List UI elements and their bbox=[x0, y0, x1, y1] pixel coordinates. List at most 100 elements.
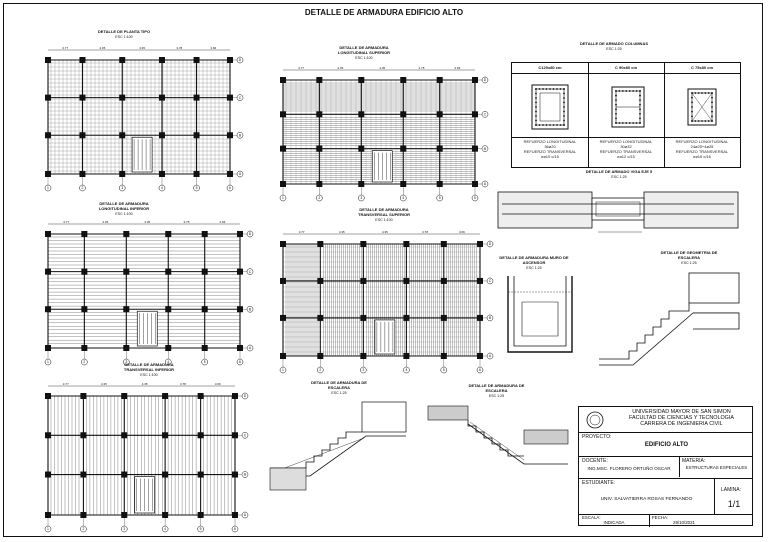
rebar-dot bbox=[701, 120, 703, 122]
span-dim-label: 3.78 bbox=[419, 66, 425, 70]
rebar-dot bbox=[535, 115, 537, 117]
rebar-dot bbox=[563, 106, 565, 108]
axis-bubble bbox=[80, 525, 87, 533]
title-block: UNIVERSIDAD MAYOR DE SAN SIMON FACULTAD … bbox=[578, 406, 753, 527]
axis-bubble bbox=[197, 525, 204, 533]
rebar-dot bbox=[621, 122, 624, 124]
column-mark bbox=[280, 145, 286, 152]
column-mark bbox=[358, 77, 365, 83]
column-mark bbox=[119, 94, 126, 101]
axis-bubble bbox=[486, 352, 494, 360]
rebar-dot bbox=[563, 110, 565, 113]
axis-col-label: 2 bbox=[319, 368, 321, 372]
span-dim-label: 3.77 bbox=[62, 46, 68, 50]
column-mark bbox=[121, 471, 128, 478]
axis-bubble bbox=[193, 184, 200, 192]
axis-col-label: 5 bbox=[200, 527, 202, 531]
span-dim-label: 3.77 bbox=[298, 66, 304, 70]
column-2-name: C 90x80 cm bbox=[614, 65, 637, 70]
rebar-dot bbox=[704, 92, 707, 94]
axis-col-label: 4 bbox=[402, 196, 404, 200]
column-mark bbox=[193, 94, 200, 101]
span-dim-label: 3.78 bbox=[184, 220, 190, 224]
axis-bubble bbox=[236, 94, 244, 101]
axis-bubble bbox=[486, 314, 494, 322]
escala-value: INDICADA bbox=[603, 520, 625, 525]
fecha-value: 29/10/2021 bbox=[673, 520, 695, 525]
drawing-sheet: DETALLE DE ARMADURA EDIFICIO ALTO DETALL… bbox=[3, 3, 763, 537]
axis-col-label: 3 bbox=[121, 186, 123, 190]
viga-scale: ESC 1:25 bbox=[611, 175, 627, 179]
axis-bubble bbox=[358, 194, 365, 202]
column-1-long-label: REFUERZO LONGITUDINAL bbox=[523, 139, 577, 144]
span-dim-label: 4.35 bbox=[139, 46, 145, 50]
column-mark bbox=[436, 145, 443, 152]
axis-col-label: 1 bbox=[282, 196, 284, 200]
axis-bubble bbox=[161, 525, 169, 533]
column-1-section bbox=[531, 84, 569, 130]
axis-bubble bbox=[158, 184, 166, 192]
rebar-dot bbox=[639, 108, 641, 111]
axis-row-label: B bbox=[249, 307, 252, 311]
axis-bubble bbox=[231, 525, 239, 533]
rebar-dot bbox=[625, 90, 628, 92]
column-3-long-label: REFUERZO LONGITUDINAL bbox=[675, 139, 729, 144]
rebar-dot bbox=[691, 101, 693, 104]
column-mark bbox=[79, 57, 86, 63]
column-mark bbox=[121, 393, 128, 399]
column-mark bbox=[436, 111, 443, 118]
axis-bubble bbox=[123, 358, 130, 366]
rebar-dot bbox=[711, 101, 713, 104]
column-mark bbox=[201, 268, 208, 275]
rebar-dot bbox=[632, 90, 635, 92]
axis-bubble bbox=[236, 358, 244, 366]
estudiante-value: UNIV. SALVATIERRA ROSAS FERNANDO bbox=[600, 497, 693, 502]
column-mark bbox=[400, 77, 407, 83]
column-1-long-value: 36ø20 bbox=[544, 144, 556, 149]
rebar-dot bbox=[694, 120, 697, 122]
column-mark bbox=[358, 111, 365, 118]
column-2-section bbox=[611, 86, 645, 128]
rebar-dot bbox=[563, 88, 565, 90]
column-mark bbox=[280, 77, 286, 83]
column-mark bbox=[81, 231, 88, 237]
axis-col-label: 3 bbox=[123, 527, 125, 531]
rebar-dot bbox=[549, 124, 551, 126]
axis-row-label: D bbox=[244, 394, 247, 398]
axis-col-label: 6 bbox=[239, 360, 241, 364]
axis-bubble bbox=[236, 170, 244, 178]
axis-bubble bbox=[165, 358, 172, 366]
rebar-dot bbox=[639, 94, 641, 97]
column-mark bbox=[80, 432, 87, 439]
axis-row-label: B bbox=[489, 316, 492, 320]
plan-tipo-title: DETALLE DE PLANTA TIPO bbox=[97, 29, 151, 34]
rebar-dot bbox=[691, 96, 693, 99]
rebar-dot bbox=[552, 88, 555, 90]
trans-inf-title: DETALLE DE ARMADURA TRANSVERSAL INFERIOR bbox=[123, 362, 175, 372]
axis-col-label: 6 bbox=[229, 186, 231, 190]
column-mark bbox=[317, 314, 324, 321]
rebar-dot bbox=[711, 106, 713, 108]
rebar-dot bbox=[615, 103, 617, 106]
rebar-dot bbox=[639, 90, 641, 92]
column-3-trans-value: eø16 c/16 bbox=[693, 154, 711, 159]
rebar-dot bbox=[691, 110, 693, 113]
axis-bubble bbox=[436, 194, 443, 202]
axis-bubble bbox=[236, 131, 244, 139]
axis-bubble bbox=[279, 366, 287, 374]
rebar-dot bbox=[615, 90, 617, 92]
lamina-label: LAMINA: bbox=[721, 487, 742, 493]
axis-col-label: 2 bbox=[318, 196, 320, 200]
axis-col-label: 1 bbox=[282, 368, 284, 372]
rebar-dot bbox=[535, 97, 537, 99]
axis-bubble bbox=[236, 56, 244, 64]
axis-bubble bbox=[241, 471, 249, 478]
axis-row-label: C bbox=[489, 279, 492, 283]
rebar-dot bbox=[711, 120, 713, 122]
span-dim-label: 4.35 bbox=[99, 46, 105, 50]
column-mark bbox=[193, 132, 200, 139]
axis-col-label: 6 bbox=[479, 368, 481, 372]
axis-bubble bbox=[246, 344, 254, 352]
plan-tipo-scale: ESC 1:100 bbox=[115, 35, 133, 39]
muro-drawing bbox=[507, 276, 573, 353]
